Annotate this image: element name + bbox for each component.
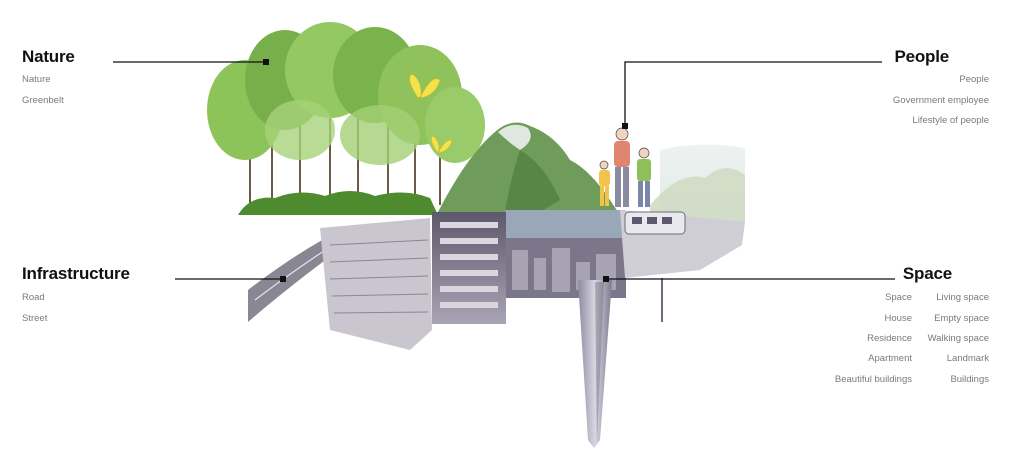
water-surface: [505, 210, 625, 240]
space-item: Apartment: [868, 353, 912, 364]
train-windows: [632, 217, 672, 224]
tree-canopy-icon: [207, 22, 485, 165]
people-item: Government employee: [893, 95, 989, 106]
space-item: Residence: [867, 333, 912, 344]
people-item: People: [959, 74, 989, 85]
people-item: Lifestyle of people: [912, 115, 989, 126]
space-item: Space: [885, 292, 912, 303]
space-heading: Space: [903, 264, 952, 284]
spire-landmark-icon: [578, 280, 612, 448]
nature-heading: Nature: [22, 47, 75, 67]
space-item: Landmark: [947, 353, 989, 364]
nature-item: Nature: [22, 74, 51, 85]
people-heading: People: [894, 47, 949, 67]
greenbelt-hedge: [238, 191, 438, 215]
space-item: Buildings: [950, 374, 989, 385]
infrastructure-item: Street: [22, 313, 47, 324]
building-block-left: [320, 218, 432, 350]
space-item: Living space: [936, 292, 989, 303]
infrastructure-heading: Infrastructure: [22, 264, 130, 284]
nature-item: Greenbelt: [22, 95, 64, 106]
people-figures-icon: [599, 128, 651, 207]
space-item: Beautiful buildings: [835, 374, 912, 385]
space-item: House: [885, 313, 912, 324]
infrastructure-item: Road: [22, 292, 45, 303]
space-item: Empty space: [934, 313, 989, 324]
space-item: Walking space: [928, 333, 989, 344]
